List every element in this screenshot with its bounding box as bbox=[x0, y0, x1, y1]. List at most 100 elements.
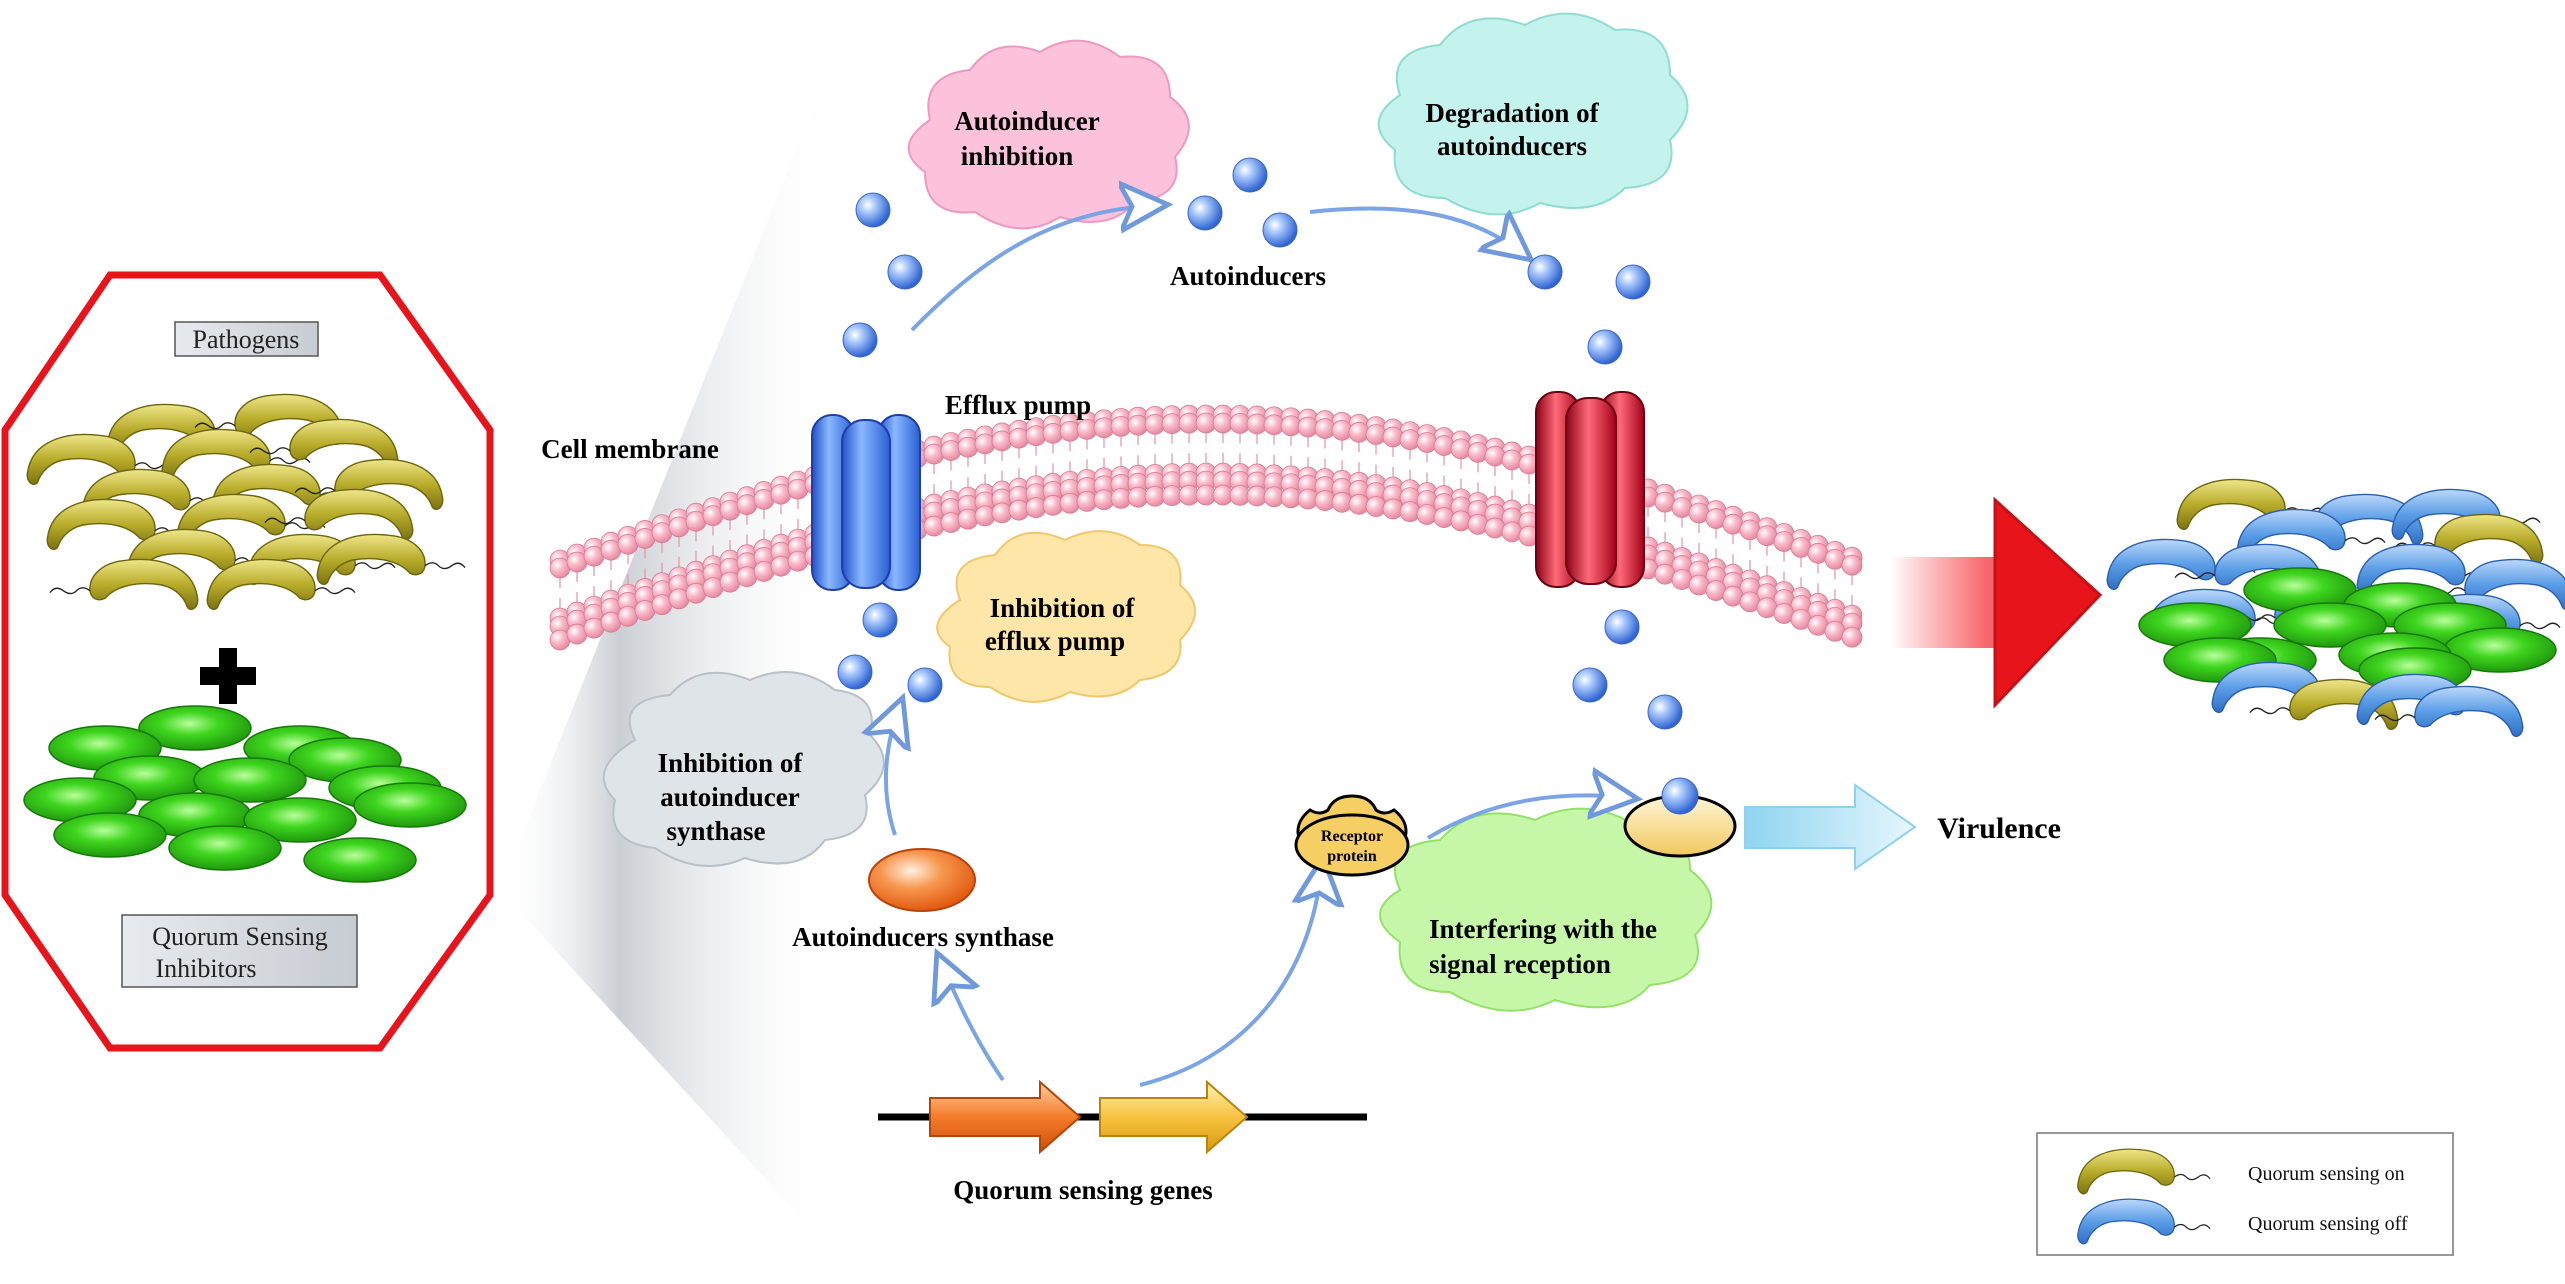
pathogen-bacteria-cluster bbox=[26, 393, 466, 610]
green-inhibitor-cell bbox=[138, 705, 252, 751]
sphere-icon bbox=[1232, 157, 1268, 193]
efflux-pump-label: Efflux pump bbox=[945, 390, 1091, 420]
sphere-icon bbox=[842, 322, 878, 358]
plus-icon bbox=[200, 648, 256, 704]
lipid-head bbox=[1399, 501, 1421, 523]
lipid-head bbox=[1416, 432, 1438, 453]
degradation-line2: autoinducers bbox=[1437, 131, 1587, 161]
pathogen-bacterium bbox=[264, 488, 414, 540]
legend-off-label: Quorum sensing off bbox=[2248, 1213, 2408, 1235]
inhibitor-cells-cluster bbox=[23, 705, 467, 883]
lipid-head bbox=[940, 440, 962, 461]
sphere-icon bbox=[1262, 212, 1298, 248]
interfering-line1: Interfering with the bbox=[1429, 914, 1657, 944]
qsi-label-line1: Quorum Sensing bbox=[152, 922, 328, 951]
green-inhibitor-cell bbox=[303, 837, 417, 883]
green-inhibitor-cell bbox=[243, 797, 357, 843]
virulence-label: Virulence bbox=[1937, 812, 2061, 845]
lipid-head bbox=[1416, 504, 1438, 525]
lipid-head bbox=[957, 508, 979, 530]
big-red-arrow bbox=[1890, 496, 2103, 709]
qsi-label-box bbox=[121, 914, 358, 988]
lipid-head bbox=[1501, 521, 1523, 543]
autoinducers-label: Autoinducers bbox=[1170, 261, 1326, 291]
inhibition-efflux-line1: Inhibition of bbox=[990, 593, 1136, 623]
qsi-label-line2: Inhibitors bbox=[155, 954, 256, 983]
gene-arrow-icon bbox=[1099, 1079, 1249, 1155]
lipid-head bbox=[1501, 449, 1523, 471]
lipid-head bbox=[1433, 435, 1455, 456]
lipid-head bbox=[1467, 441, 1489, 463]
legend: Quorum sensing on Quorum sensing off bbox=[2036, 1132, 2454, 1256]
sphere-icon bbox=[855, 192, 891, 228]
cell-membrane-label: Cell membrane bbox=[541, 434, 719, 464]
cloud-interfering-signal: Interfering with the signal reception bbox=[1379, 807, 1713, 1012]
lipid-head bbox=[940, 512, 962, 533]
qs-off-bacterium bbox=[2374, 685, 2524, 737]
flow-arrow-synthase-up bbox=[886, 705, 900, 836]
pathogens-label-box bbox=[174, 321, 319, 357]
degradation-line1: Degradation of bbox=[1425, 98, 1599, 128]
receptor-label-line2: protein bbox=[1327, 848, 1377, 865]
inhibition-efflux-line2: efflux pump bbox=[985, 626, 1125, 656]
pathogen-bacterium bbox=[49, 558, 199, 610]
inhibition-synthase-line3: synthase bbox=[666, 816, 765, 846]
pathogen-bacterium bbox=[316, 533, 466, 585]
lipid-head bbox=[1841, 626, 1863, 648]
legend-qs-off-bacterium bbox=[2077, 1198, 2211, 1245]
cloud-degradation: Degradation of autoinducers bbox=[1377, 12, 1689, 216]
green-inhibitor-cell bbox=[168, 825, 282, 871]
enzyme-icon bbox=[868, 848, 976, 912]
sphere-icon bbox=[1587, 329, 1623, 365]
green-inhibitor-cell bbox=[193, 757, 307, 803]
flow-arrows bbox=[886, 205, 1630, 1087]
sphere-icon bbox=[837, 654, 873, 690]
lipid-head bbox=[1484, 445, 1506, 467]
flow-arrow-gene-to-receptor bbox=[1139, 865, 1322, 1087]
sphere-icon bbox=[907, 667, 943, 703]
lipid-head bbox=[974, 433, 996, 455]
gene-arrow-icon bbox=[929, 1079, 1082, 1155]
sphere-icon bbox=[862, 602, 898, 638]
sphere-icon bbox=[1615, 264, 1651, 300]
autoinducer-molecules bbox=[837, 157, 1683, 730]
sphere-icon bbox=[1604, 609, 1640, 645]
green-inhibitor-cell bbox=[2273, 602, 2387, 648]
green-inhibitor-cell bbox=[53, 812, 167, 858]
lipid-head bbox=[1399, 429, 1421, 451]
zoom-cone bbox=[500, 40, 840, 1260]
flow-arrow-out bbox=[910, 205, 1160, 332]
cloud-autoinducer-inhibition: Autoinducer inhibition bbox=[907, 39, 1190, 230]
legend-on-bacterium bbox=[2077, 1148, 2211, 1195]
result-bacteria-cluster bbox=[2106, 478, 2565, 737]
interfering-line2: signal reception bbox=[1429, 949, 1611, 979]
cloud-inhibition-synthase: Inhibition of autoinducer synthase bbox=[602, 671, 885, 867]
lipid-head bbox=[1484, 517, 1506, 539]
virulence-arrow bbox=[1744, 783, 1917, 871]
receptor-label-line1: Receptor bbox=[1321, 828, 1383, 845]
flow-arrow-gene-to-synthase bbox=[940, 960, 1005, 1082]
inhibition-synthase-line1: Inhibition of bbox=[658, 748, 804, 778]
legend-qs-on-bacterium bbox=[2077, 1148, 2211, 1195]
lipid-head bbox=[923, 443, 945, 465]
autoinducers-synthase-label: Autoinducers synthase bbox=[792, 922, 1054, 952]
receptor-protein: Receptor protein bbox=[1294, 794, 1410, 877]
sphere-icon bbox=[1187, 195, 1223, 231]
lipid-head bbox=[1450, 510, 1472, 532]
blue-efflux-pump bbox=[811, 414, 921, 591]
pathogens-label: Pathogens bbox=[193, 325, 300, 354]
sphere-icon bbox=[1572, 667, 1608, 703]
lipid-head bbox=[1841, 554, 1863, 576]
lipid-head bbox=[923, 515, 945, 537]
legend-box bbox=[2036, 1132, 2454, 1256]
flow-arrow-to-degradation bbox=[1309, 206, 1525, 255]
qs-genes-label: Quorum sensing genes bbox=[953, 1175, 1213, 1205]
receptor-autoinducer-complex bbox=[1623, 777, 1737, 858]
inhibitor-panel: Pathogens Quorum Sensing Inhibitors bbox=[1, 271, 494, 1052]
sphere-icon bbox=[1527, 254, 1563, 290]
sphere-icon bbox=[887, 254, 923, 290]
inhibition-synthase-line2: autoinducer bbox=[660, 782, 800, 812]
autoinducer-inhibition-line2: inhibition bbox=[961, 141, 1074, 171]
